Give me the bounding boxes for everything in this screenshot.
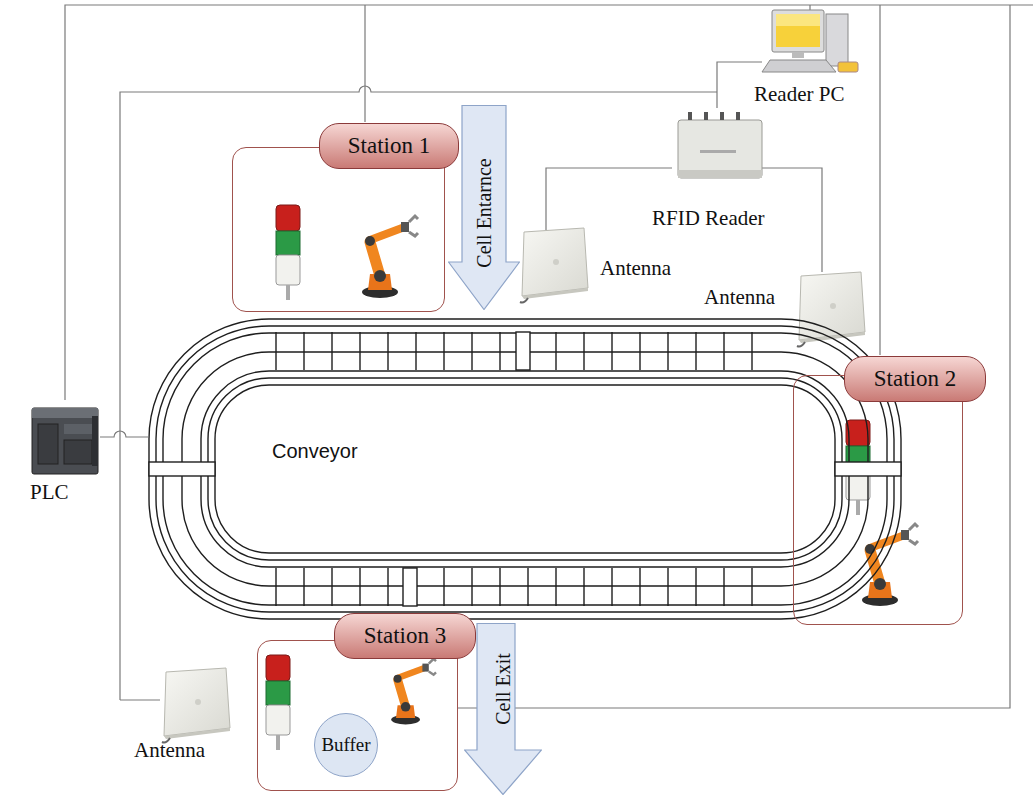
buffer-circle: Buffer [314, 713, 378, 777]
arrow-text: Cell Exit [492, 653, 515, 725]
entrance-arrow: Cell Entarnce [448, 105, 520, 310]
heading-text: Station 3 [364, 623, 446, 649]
conveyor-loop: Conveyor [148, 318, 902, 620]
conveyor-text: Conveyor [272, 440, 358, 463]
exit-arrow: Cell Exit [464, 623, 542, 795]
arrow-text: Cell Entarnce [473, 158, 496, 267]
heading-text: Station 1 [348, 133, 430, 159]
buffer-text: Buffer [321, 734, 370, 756]
station-box: Station 3Buffer [257, 640, 458, 791]
heading-text: Station 2 [874, 366, 956, 392]
antenna-label: Antenna [134, 738, 205, 763]
conveyor-track [148, 318, 902, 620]
plc-label: PLC [30, 480, 69, 505]
station-heading: Station 1 [319, 123, 459, 169]
computer-label: Reader PC [754, 82, 844, 107]
station-box: Station 2 [793, 375, 963, 625]
antenna-label: Antenna [704, 285, 775, 310]
station-box: Station 1 [232, 147, 445, 312]
station-heading: Station 2 [844, 356, 986, 402]
station-heading: Station 3 [334, 613, 476, 659]
antenna-label: Antenna [600, 256, 671, 281]
device-label: RFID Reader [652, 206, 765, 231]
